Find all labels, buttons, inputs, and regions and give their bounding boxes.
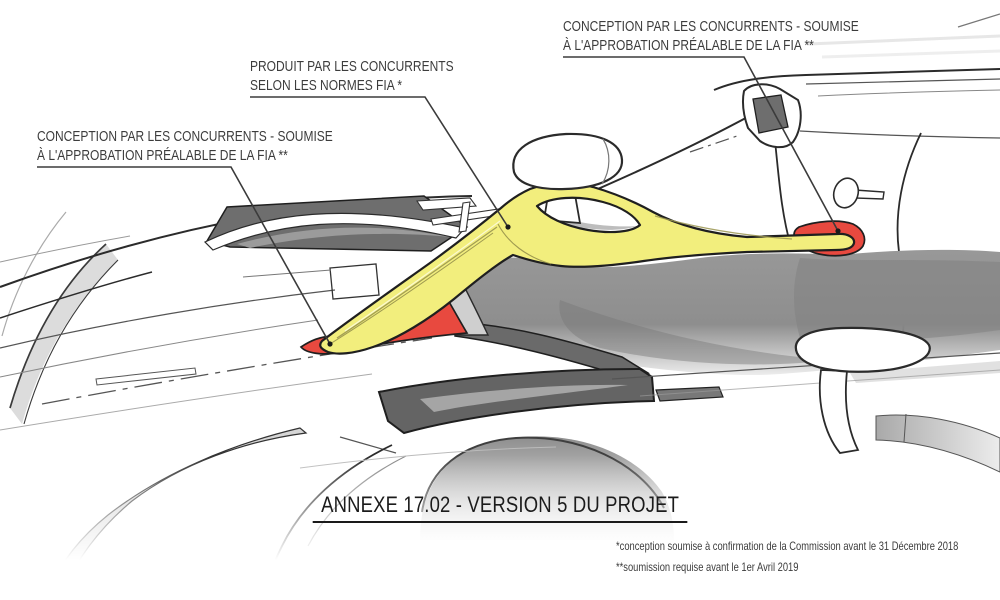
leader-line-right xyxy=(563,56,839,232)
camera-pod xyxy=(832,177,885,209)
annotation-rear-mount: CONCEPTION PAR LES CONCURRENTS - SOUMISE… xyxy=(563,17,859,55)
annotation-rear-mount-line1: CONCEPTION PAR LES CONCURRENTS - SOUMISE xyxy=(563,18,859,35)
footnote-1: *conception soumise à confirmation de la… xyxy=(616,539,959,553)
left-chassis-intake xyxy=(203,195,515,252)
fade-overlay xyxy=(0,455,1000,600)
front-wheel-arch-lines xyxy=(1,211,119,425)
footnote-2: **soumission requise avant le 1er Avril … xyxy=(616,560,799,574)
sidepod-intake xyxy=(339,367,724,454)
airbox-intake xyxy=(742,83,802,149)
leader-line-middle xyxy=(250,96,509,228)
annotation-halo-product: PRODUIT PAR LES CONCURRENTS SELON LES NO… xyxy=(250,57,454,95)
leader-line-left xyxy=(37,166,331,345)
title-wrap: ANNEXE 17.02 - VERSION 5 DU PROJET xyxy=(0,492,1000,523)
side-mirror xyxy=(794,326,931,454)
annotation-front-mount: CONCEPTION PAR LES CONCURRENTS - SOUMISE… xyxy=(37,127,333,165)
diagram-title: ANNEXE 17.02 - VERSION 5 DU PROJET xyxy=(312,492,688,523)
annotation-halo-product-line1: PRODUIT PAR LES CONCURRENTS xyxy=(250,58,454,75)
center-mirror xyxy=(512,132,624,191)
annotation-rear-mount-line2: À L'APPROBATION PRÉALABLE DE LA FIA ** xyxy=(563,37,814,54)
annotation-front-mount-line2: À L'APPROBATION PRÉALABLE DE LA FIA ** xyxy=(37,147,288,164)
leader-dots xyxy=(327,224,841,347)
annotation-front-mount-line1: CONCEPTION PAR LES CONCURRENTS - SOUMISE xyxy=(37,128,333,145)
annotation-halo-product-line2: SELON LES NORMES FIA * xyxy=(250,77,403,94)
right-body-lines xyxy=(611,352,1000,473)
footnotes: *conception soumise à confirmation de la… xyxy=(616,536,958,578)
halo-highlight xyxy=(319,181,856,355)
leader-lines xyxy=(37,56,839,345)
